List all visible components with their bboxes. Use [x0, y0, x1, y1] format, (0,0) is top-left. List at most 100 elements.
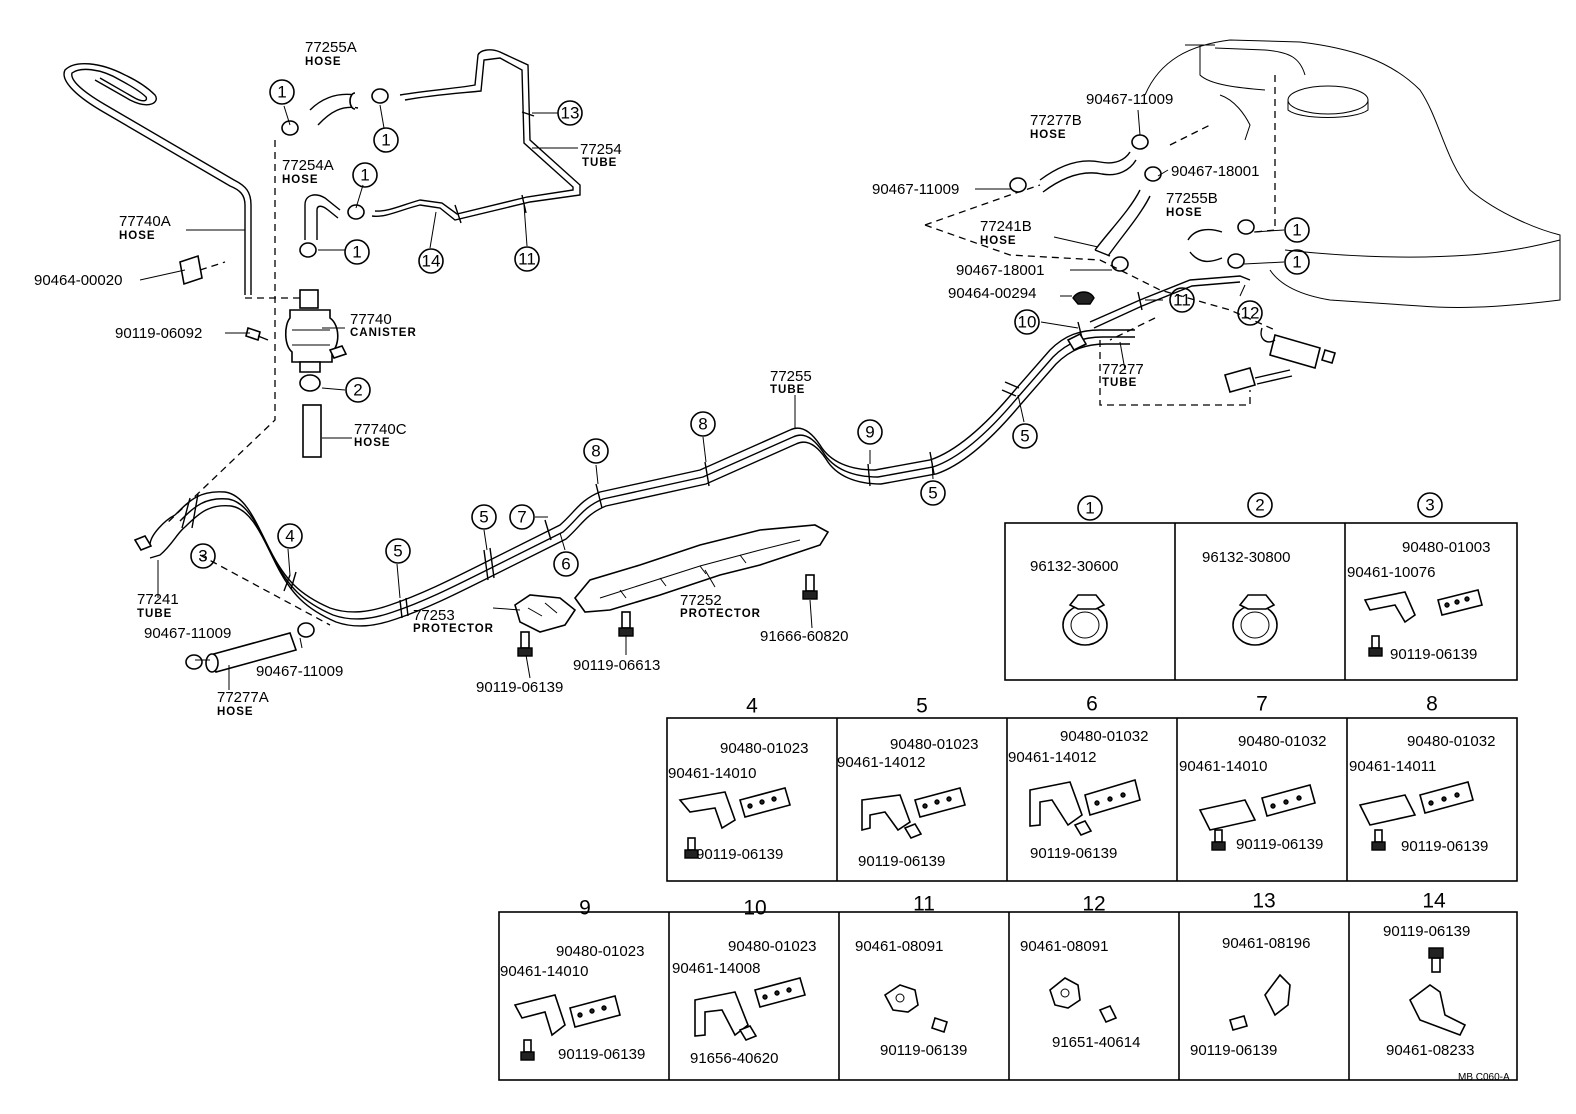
bolt-icon [517, 574, 818, 657]
svg-text:91651-40614: 91651-40614 [1052, 1034, 1140, 1051]
svg-text:5: 5 [479, 508, 488, 527]
svg-text:90461-08091: 90461-08091 [855, 938, 943, 955]
svg-text:90461-08091: 90461-08091 [1020, 938, 1108, 955]
svg-text:3: 3 [1425, 496, 1434, 515]
tube-77254 [371, 49, 581, 224]
label-91666-60820: 91666-60820 [760, 628, 848, 645]
detail-box-9: 9 90480-01023 90461-14010 90119-06139 [500, 897, 645, 1064]
dashed-leader [924, 184, 1041, 226]
hose-77277a [185, 622, 315, 673]
tube-bracket-icon [513, 589, 1483, 1061]
label-77255-type: TUBE [770, 384, 805, 396]
svg-text:90480-01023: 90480-01023 [720, 740, 808, 757]
svg-text:10: 10 [743, 897, 766, 920]
svg-text:13: 13 [1252, 890, 1275, 913]
svg-text:11: 11 [1173, 291, 1191, 310]
label-77740c: 77740C [354, 421, 407, 438]
hose-clamp-icon [1232, 594, 1278, 646]
dashed-leader [199, 554, 331, 626]
callouts: 1 1 1 1 13 14 11 2 3 4 5 5 6 7 8 8 9 5 5… [190, 79, 1310, 577]
svg-text:90480-01003: 90480-01003 [1402, 539, 1490, 556]
svg-text:2: 2 [1255, 496, 1264, 515]
detail-box-11: 11 90461-08091 90119-06139 [855, 893, 967, 1060]
hose-clamp-icon [1062, 594, 1108, 646]
svg-text:4: 4 [746, 695, 758, 718]
svg-text:90461-14011: 90461-14011 [1349, 758, 1436, 775]
svg-text:5: 5 [1020, 427, 1029, 446]
svg-text:8: 8 [1426, 693, 1438, 716]
callout-5: 5 [920, 480, 946, 506]
dashed-leader [164, 140, 276, 526]
label-77255a: 77255A [305, 39, 357, 56]
svg-text:7: 7 [517, 508, 526, 527]
svg-text:90461-14010: 90461-14010 [1179, 758, 1267, 775]
detail-box-4: 4 90480-01023 90461-14010 90119-06139 [668, 695, 808, 864]
label-90467-11009: 90467-11009 [144, 625, 231, 642]
callout-5: 5 [385, 538, 411, 564]
svg-text:1: 1 [381, 131, 390, 150]
svg-text:3: 3 [198, 547, 207, 566]
callout-5: 5 [471, 504, 497, 530]
label-77740c-type: HOSE [354, 437, 391, 449]
svg-text:90119-06139: 90119-06139 [1401, 838, 1488, 855]
callout-1: 1 [269, 79, 295, 105]
detail-box-5: 5 90480-01023 90461-14012 90119-06139 [837, 695, 978, 871]
bracket-90464-00020 [179, 254, 226, 286]
callout-4: 4 [277, 523, 303, 549]
svg-text:90119-06139: 90119-06139 [1390, 646, 1477, 663]
detail-box-7: 7 90480-01032 90461-14010 90119-06139 [1179, 693, 1326, 854]
svg-text:14: 14 [1422, 890, 1446, 913]
label-77277a: 77277A [217, 689, 269, 706]
svg-text:90480-01032: 90480-01032 [1238, 733, 1326, 750]
callout-10: 10 [1014, 309, 1040, 335]
label-77277a-type: HOSE [217, 706, 254, 718]
svg-text:90480-01032: 90480-01032 [1407, 733, 1495, 750]
tube-clip-icon [883, 947, 1467, 1037]
svg-text:90461-14008: 90461-14008 [672, 960, 760, 977]
svg-text:90461-14010: 90461-14010 [500, 963, 588, 980]
svg-text:90461-14010: 90461-14010 [668, 765, 756, 782]
hose-77241b [1094, 189, 1151, 257]
svg-text:8: 8 [591, 442, 600, 461]
label-90464-00020: 90464-00020 [34, 272, 122, 289]
label-77254a-type: HOSE [282, 174, 319, 186]
svg-text:96132-30600: 96132-30600 [1030, 558, 1118, 575]
fuel-tank [1144, 39, 1561, 308]
label-90119-06613: 90119-06613 [573, 657, 660, 674]
svg-text:90480-01023: 90480-01023 [728, 938, 816, 955]
hose-77254a [304, 194, 341, 240]
callout-8: 8 [690, 411, 716, 437]
clamp-2-icon [299, 374, 321, 392]
label-77740a: 77740A [119, 213, 171, 230]
svg-text:90461-14012: 90461-14012 [1008, 749, 1096, 766]
label-77241b-type: HOSE [980, 235, 1017, 247]
label-90467-11009: 90467-11009 [872, 181, 959, 198]
label-77255a-type: HOSE [305, 56, 342, 68]
hose-77255b [1187, 228, 1223, 263]
svg-text:90119-06139: 90119-06139 [858, 853, 945, 870]
svg-text:90119-06139: 90119-06139 [1383, 923, 1470, 940]
detail-box-1: 1 96132-30600 [1030, 495, 1118, 575]
callout-1: 1 [373, 127, 399, 153]
callout-8: 8 [583, 438, 609, 464]
label-90467-11009: 90467-11009 [1086, 91, 1173, 108]
label-77254a: 77254A [282, 157, 334, 174]
svg-text:11: 11 [913, 893, 935, 916]
svg-text:9: 9 [865, 423, 874, 442]
label-77253-type: PROTECTOR [413, 623, 494, 635]
svg-text:90461-08196: 90461-08196 [1222, 935, 1310, 952]
svg-text:1: 1 [360, 166, 369, 185]
callout-1: 1 [1284, 249, 1310, 275]
detail-box-12: 12 90461-08091 91651-40614 [1020, 893, 1140, 1052]
callout-3: 3 [190, 543, 216, 569]
svg-text:1: 1 [1085, 499, 1094, 518]
label-77254-type: TUBE [582, 157, 617, 169]
detail-box-2: 2 96132-30800 [1202, 492, 1290, 566]
label-77255: 77255 [770, 368, 812, 385]
svg-text:90461-14012: 90461-14012 [837, 754, 925, 771]
dashed-leader [1169, 124, 1211, 146]
svg-text:90119-06139: 90119-06139 [1030, 845, 1117, 862]
leader-lines [139, 104, 1285, 690]
callout-7: 7 [509, 504, 535, 530]
